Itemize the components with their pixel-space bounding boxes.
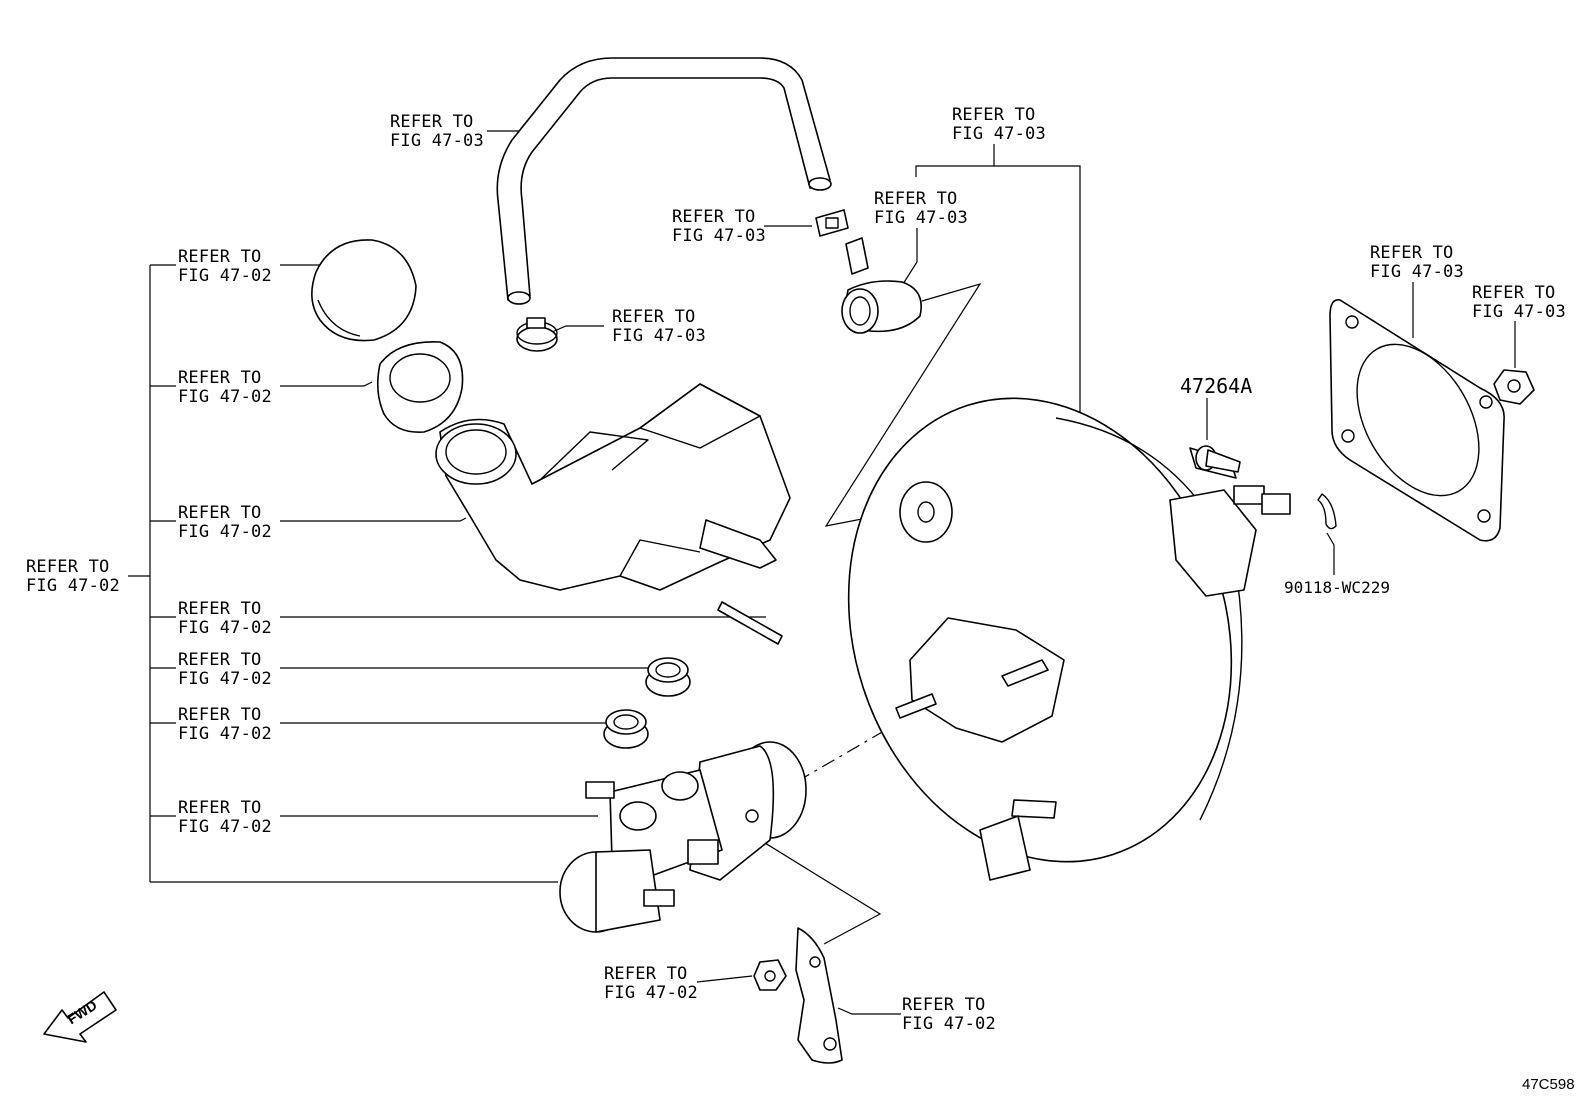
callout-grommet-2: REFER TO FIG 47-02 bbox=[178, 705, 272, 744]
callout-booster-top: REFER TO FIG 47-03 bbox=[952, 105, 1046, 144]
brake-booster bbox=[847, 397, 1291, 881]
callout-group: REFER TO FIG 47-02 bbox=[26, 557, 120, 596]
callout-strainer: REFER TO FIG 47-02 bbox=[178, 368, 272, 407]
bracket bbox=[795, 927, 843, 1064]
pin bbox=[717, 601, 783, 645]
callout-gasket: REFER TO FIG 47-03 bbox=[1370, 243, 1464, 282]
nut bbox=[753, 959, 787, 991]
part-number-90118-WC229[interactable]: 90118-WC229 bbox=[1284, 578, 1390, 597]
hose-clamp bbox=[516, 317, 558, 352]
callout-clip: REFER TO FIG 47-03 bbox=[672, 207, 766, 246]
cap bbox=[311, 239, 417, 342]
gasket bbox=[1329, 299, 1505, 542]
grommet-2 bbox=[603, 709, 649, 749]
callout-grommet-1: REFER TO FIG 47-02 bbox=[178, 650, 272, 689]
clevis-pin bbox=[1195, 445, 1241, 473]
figure-code: 47C598 bbox=[1522, 1076, 1575, 1093]
callout-cylinder: REFER TO FIG 47-02 bbox=[178, 798, 272, 837]
callout-cap: REFER TO FIG 47-02 bbox=[178, 247, 272, 286]
callout-valve: REFER TO FIG 47-03 bbox=[874, 189, 968, 228]
grommet-1 bbox=[645, 657, 691, 697]
vacuum-hose bbox=[496, 57, 832, 305]
gasket-nut bbox=[1493, 369, 1535, 405]
strainer bbox=[376, 341, 464, 433]
leader-lines bbox=[128, 127, 1516, 1015]
callout-bracket: REFER TO FIG 47-02 bbox=[902, 995, 996, 1034]
callout-hose-top: REFER TO FIG 47-03 bbox=[390, 112, 484, 151]
check-valve bbox=[841, 237, 922, 334]
hose-clip bbox=[815, 209, 849, 237]
callout-pin: REFER TO FIG 47-02 bbox=[178, 599, 272, 638]
part-number-47264A[interactable]: 47264A bbox=[1180, 374, 1253, 398]
callout-nut: REFER TO FIG 47-02 bbox=[604, 964, 698, 1003]
callout-hose-clamp: REFER TO FIG 47-03 bbox=[612, 307, 706, 346]
reservoir bbox=[435, 383, 791, 591]
retaining-clip bbox=[1317, 493, 1337, 530]
callout-reservoir: REFER TO FIG 47-02 bbox=[178, 503, 272, 542]
callout-gasket-nut: REFER TO FIG 47-03 bbox=[1472, 283, 1566, 322]
master-cylinder bbox=[559, 741, 807, 933]
fwd-arrow-icon bbox=[43, 991, 117, 1043]
